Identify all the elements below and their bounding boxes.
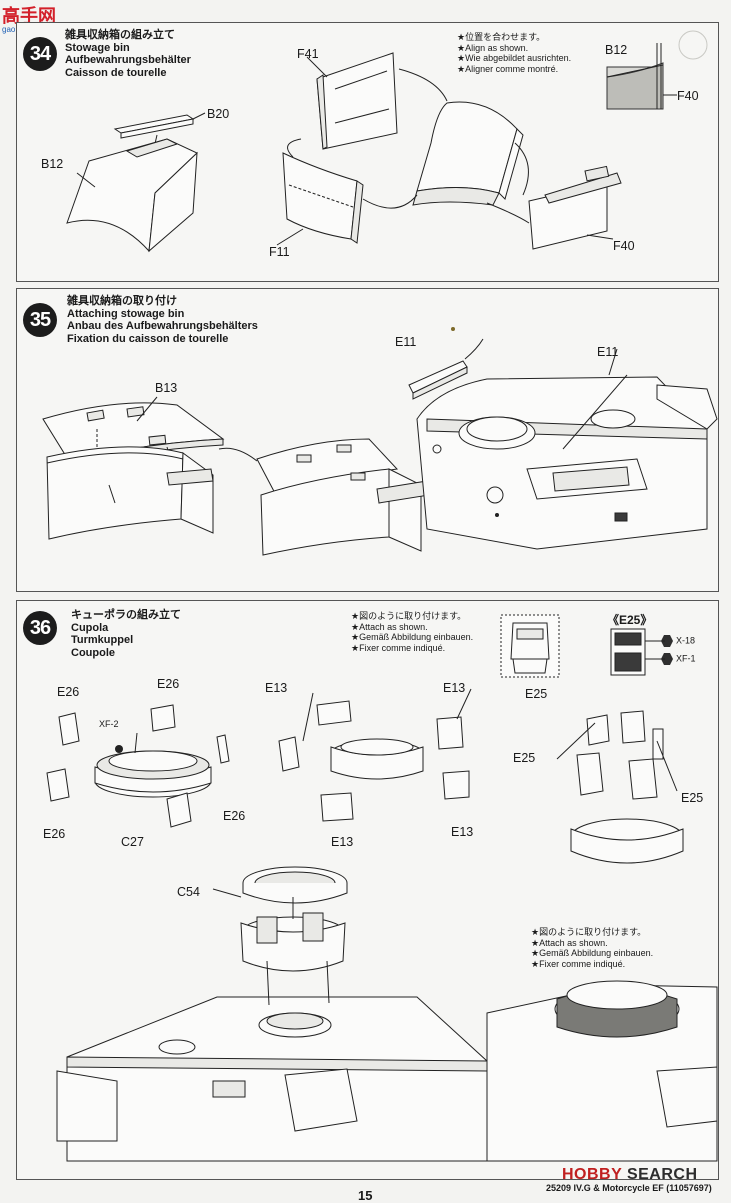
step-34-illustration [66, 30, 708, 253]
align-note: ★位置を合わせます。 ★Align as shown. ★Wie abgebil… [457, 32, 571, 74]
watermark-brand: 高手网 [2, 6, 56, 27]
paint-code: XF-1 [676, 653, 696, 664]
part-label: F40 [613, 239, 635, 253]
step-title-block: 雑具収納箱の組み立て Stowage bin Aufbewahrungsbehä… [65, 29, 191, 79]
part-cupola-right [570, 710, 684, 864]
part-cupola-assembled [240, 912, 346, 972]
step-title-block: キューポラの組み立て Cupola Turmkuppel Coupole [71, 609, 181, 659]
title-fr: Coupole [71, 646, 115, 659]
step-title-block: 雑具収納箱の取り付け Attaching stowage bin Anbau d… [67, 295, 258, 345]
part-b20 [113, 112, 206, 162]
part-label: E26 [223, 809, 246, 823]
step-36-panel: 36 キューポラの組み立て Cupola Turmkuppel Coupole … [16, 600, 719, 1180]
step-35-panel: 35 雑具収納箱の取り付け Attaching stowage bin Anba… [16, 288, 719, 592]
title-fr: Caisson de tourelle [65, 66, 167, 79]
part-b12 [66, 138, 198, 253]
turret-body [416, 376, 718, 550]
title-en: Stowage bin [65, 41, 130, 54]
part-label: B20 [207, 107, 230, 121]
logo-hobby: HOBBY [562, 1166, 622, 1183]
title-de: Aufbewahrungsbehälter [65, 54, 191, 66]
title-de: Anbau des Aufbewahrungsbehälters [67, 320, 258, 332]
note-en: ★Align as shown. [457, 42, 529, 53]
paint-code: X-18 [676, 635, 696, 646]
attach-note: ★図のように取り付けます。 ★Attach as shown. ★Gemäß A… [351, 611, 473, 653]
part-label: E11 [597, 345, 619, 359]
note-ja: ★図のように取り付けます。 [351, 611, 467, 621]
paint-label: XF-2 [99, 719, 119, 729]
part-label: B13 [155, 381, 178, 395]
part-label: B12 [605, 43, 628, 57]
part-label: E11 [395, 335, 417, 349]
part-label: E25 [525, 687, 548, 701]
part-label: F40 [677, 89, 699, 103]
turret-hull [56, 996, 488, 1162]
step-35-illustration [42, 327, 718, 556]
page-number: 15 [358, 1188, 373, 1203]
note-fr: ★Fixer comme indiqué. [531, 958, 626, 969]
part-bin-body [412, 101, 524, 206]
inset-title: 《E25》 [607, 613, 653, 627]
hex-paint-icon [661, 653, 673, 665]
part-c27 [94, 745, 212, 798]
part-bin-middle [256, 436, 442, 556]
part-label: E13 [443, 681, 466, 695]
turret-right [486, 980, 718, 1162]
part-c54 [242, 866, 348, 904]
part-label: E26 [43, 827, 66, 841]
part-label: C27 [121, 835, 144, 849]
part-label: F11 [269, 245, 290, 259]
part-label: E25 [513, 751, 536, 765]
part-e13-ring [278, 700, 470, 822]
title-de: Turmkuppel [71, 634, 134, 646]
attach-note-lower: ★図のように取り付けます。 ★Attach as shown. ★Gemäß A… [531, 927, 653, 969]
part-bin-assembled [46, 446, 214, 540]
note-en: ★Attach as shown. [351, 621, 428, 632]
part-label: C54 [177, 885, 200, 899]
note-de: ★Wie abgebildet ausrichten. [457, 53, 572, 63]
title-en: Attaching stowage bin [67, 307, 185, 320]
part-label: E25 [681, 791, 704, 805]
step-number-badge: 34 [23, 37, 57, 71]
detail-inset [606, 43, 677, 110]
e25-detail [500, 614, 665, 678]
part-label: E26 [57, 685, 80, 699]
part-label: E13 [265, 681, 288, 695]
part-f11 [276, 152, 364, 246]
part-label: E13 [451, 825, 474, 839]
hobbysearch-logo: HOBBY SEARCH [562, 1166, 698, 1184]
title-en: Cupola [71, 621, 109, 634]
title-ja: 雑具収納箱の組み立て [65, 29, 175, 41]
paint-code-row: X-18 [661, 635, 695, 647]
note-de: ★Gemäß Abbildung einbauen. [531, 948, 654, 958]
part-label: E26 [157, 677, 180, 691]
part-label: E13 [331, 835, 354, 849]
product-code: 25209 IV.G & Motorcycle EF (11057697) [546, 1183, 712, 1193]
title-ja: キューポラの組み立て [71, 609, 181, 621]
part-label: B12 [41, 157, 64, 171]
part-e26 [46, 704, 230, 828]
part-e11 [408, 360, 468, 400]
step-number-badge: 35 [23, 303, 57, 337]
note-fr: ★Fixer comme indiqué. [351, 642, 446, 653]
note-ja: ★位置を合わせます。 [457, 32, 546, 42]
title-fr: Fixation du caisson de tourelle [67, 332, 229, 345]
part-f40 [528, 165, 622, 250]
note-ja: ★図のように取り付けます。 [531, 927, 647, 937]
note-fr: ★Aligner comme montré. [457, 63, 559, 74]
part-f41 [306, 52, 398, 150]
step-36-illustration [46, 614, 718, 1162]
part-label: F41 [297, 47, 319, 61]
hex-paint-icon [661, 635, 673, 647]
step-34-panel: 34 雑具収納箱の組み立て Stowage bin Aufbewahrungsb… [16, 22, 719, 282]
note-en: ★Attach as shown. [531, 937, 608, 948]
step-number-badge: 36 [23, 611, 57, 645]
paint-code-row: XF-1 [661, 653, 696, 665]
title-ja: 雑具収納箱の取り付け [67, 295, 177, 307]
logo-search: SEARCH [626, 1166, 698, 1183]
note-de: ★Gemäß Abbildung einbauen. [351, 632, 474, 642]
